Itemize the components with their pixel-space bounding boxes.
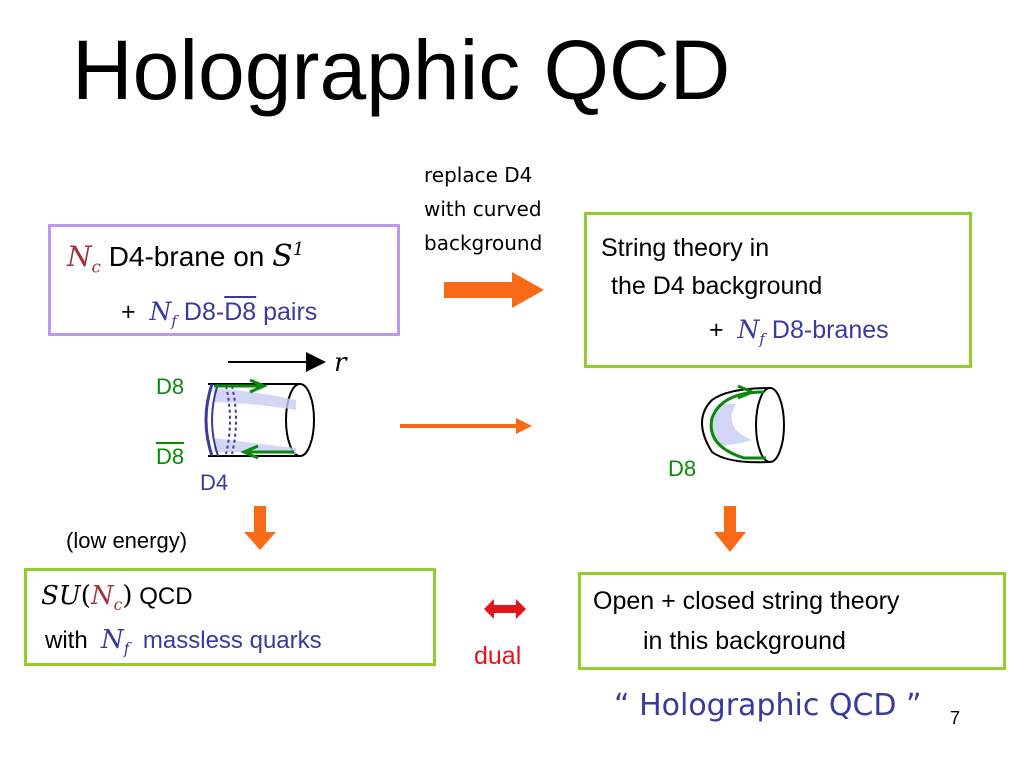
d8-branes-label: D8-branes (771, 316, 889, 344)
replace-note-line-1: replace D4 (424, 163, 533, 187)
nc-symbol: Nc (67, 240, 101, 277)
right-down-arrow (714, 506, 746, 552)
d4-brane-label: D4-brane on (108, 241, 265, 272)
r-axis-label: r (334, 348, 347, 378)
pairs-label: pairs (263, 298, 318, 326)
qcd-box: SU(Nc) QCD with Nf massless quarks (24, 568, 436, 666)
string-theory-text: String theory in the D4 background (601, 229, 822, 305)
dual-label: dual (474, 642, 522, 670)
holographic-qcd-quote: “ Holographic QCD ” (614, 688, 922, 723)
d8bar-bottom-label: D8 (156, 444, 185, 469)
su-symbol: SU(Nc) (41, 581, 133, 615)
replace-arrow (444, 272, 544, 308)
nf-symbol-3: Nf (101, 625, 130, 659)
open-closed-box: Open + closed string theory in this back… (578, 572, 1006, 670)
page-number: 7 (950, 708, 961, 728)
d8bar-label: D8 (224, 298, 257, 326)
d4-cylinder-figure (204, 378, 315, 460)
nf-symbol: Nf (149, 297, 177, 330)
su-qcd-line: SU(Nc) QCD (41, 581, 193, 614)
d8-curved-label: D8 (668, 456, 697, 481)
d4-brane-line: Nc D4-brane on S1 (67, 239, 304, 277)
string-theory-line-2: the D4 background (611, 272, 823, 300)
open-closed-line-1: Open + closed string theory (593, 587, 900, 615)
low-energy-right-arrow (400, 418, 532, 434)
with-label: with (45, 627, 88, 654)
d4-label: D4 (200, 470, 229, 495)
massless-quarks-line: with Nf massless quarks (45, 625, 322, 658)
dual-double-arrow (484, 599, 526, 619)
d8-label: D8- (183, 298, 225, 326)
d4-brane-box: Nc D4-brane on S1 + Nf D8-D8 pairs (48, 224, 400, 336)
left-down-arrow (244, 506, 276, 550)
d8-pairs-line: + Nf D8-D8 pairs (121, 297, 317, 330)
qcd-label: QCD (139, 583, 193, 610)
d8-branes-line: + Nf D8-branes (709, 315, 889, 348)
replace-note-line-3: background (424, 231, 543, 255)
open-closed-line-2: in this background (643, 627, 846, 655)
low-energy-label: (low energy) (66, 528, 188, 553)
plus-sign-2: + (709, 316, 724, 344)
page-title: Holographic QCD (72, 23, 731, 117)
replace-note-line-2: with curved (424, 197, 542, 221)
string-theory-line-1: String theory in (601, 234, 770, 262)
string-theory-box: String theory in the D4 background + Nf … (584, 212, 972, 368)
replace-note: replace D4 with curved background (424, 158, 542, 260)
d8-curved-figure (701, 384, 785, 464)
d8-top-label: D8 (156, 374, 185, 399)
nf-symbol-2: Nf (737, 315, 765, 348)
massless-quarks-label: massless quarks (142, 627, 322, 654)
s1-symbol: S1 (272, 239, 305, 274)
plus-sign: + (121, 298, 136, 326)
